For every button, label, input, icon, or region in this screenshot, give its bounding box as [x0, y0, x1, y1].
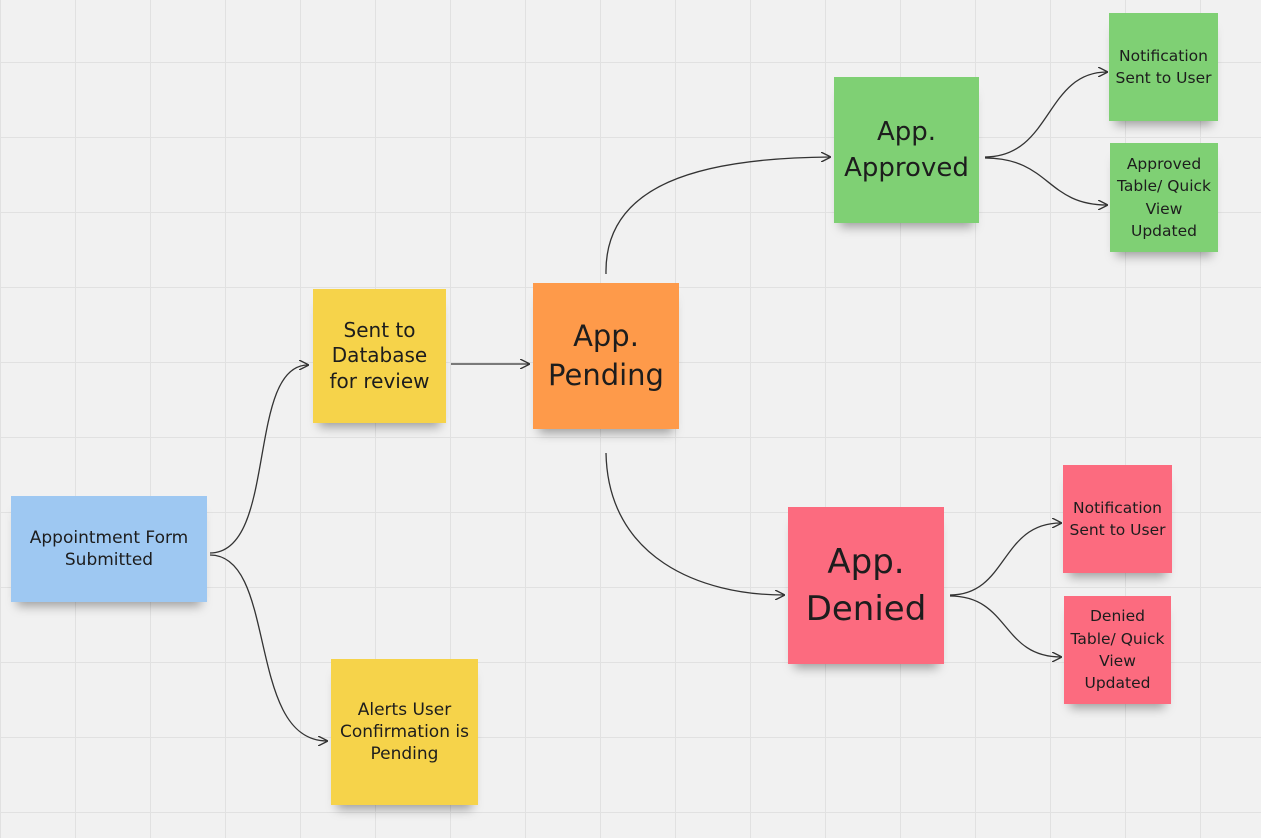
connector-form-to-database[interactable]: [209, 365, 308, 554]
sticky-alerts-user-text: Alerts User Confirmation is Pending: [340, 699, 469, 765]
sticky-alerts-user[interactable]: Alerts User Confirmation is Pending: [331, 659, 478, 805]
sticky-sent-to-database[interactable]: Sent to Database for review: [313, 289, 446, 423]
connector-denied-to-table[interactable]: [949, 595, 1061, 657]
sticky-approved-table[interactable]: Approved Table/ Quick View Updated: [1110, 143, 1218, 252]
connector-pending-to-approved[interactable]: [605, 157, 830, 275]
connector-approved-to-notification[interactable]: [984, 72, 1107, 158]
sticky-approved-notification-text: Notification Sent to User: [1115, 46, 1212, 87]
sticky-denied-notification[interactable]: Notification Sent to User: [1063, 465, 1172, 573]
sticky-app-denied-text: App. Denied: [805, 541, 927, 629]
sticky-app-denied[interactable]: App. Denied: [788, 507, 944, 664]
sticky-app-approved-text: App. Approved: [844, 116, 969, 183]
connector-denied-to-notification[interactable]: [949, 523, 1061, 596]
sticky-denied-table-text: Denied Table/ Quick View Updated: [1070, 607, 1165, 693]
connector-pending-to-denied[interactable]: [605, 452, 784, 595]
sticky-app-approved[interactable]: App. Approved: [834, 77, 979, 223]
connector-approved-to-table[interactable]: [984, 157, 1107, 205]
sticky-denied-table[interactable]: Denied Table/ Quick View Updated: [1064, 596, 1171, 704]
sticky-app-pending[interactable]: App. Pending: [533, 283, 679, 429]
sticky-form-submitted-text: Appointment Form Submitted: [29, 527, 189, 570]
sticky-denied-notification-text: Notification Sent to User: [1069, 498, 1166, 539]
sticky-approved-notification[interactable]: Notification Sent to User: [1109, 13, 1218, 121]
sticky-form-submitted[interactable]: Appointment Form Submitted: [11, 496, 207, 602]
connector-form-to-alerts[interactable]: [209, 554, 327, 741]
sticky-approved-table-text: Approved Table/ Quick View Updated: [1116, 154, 1212, 240]
sticky-sent-to-database-text: Sent to Database for review: [329, 317, 430, 393]
sticky-app-pending-text: App. Pending: [548, 318, 664, 392]
